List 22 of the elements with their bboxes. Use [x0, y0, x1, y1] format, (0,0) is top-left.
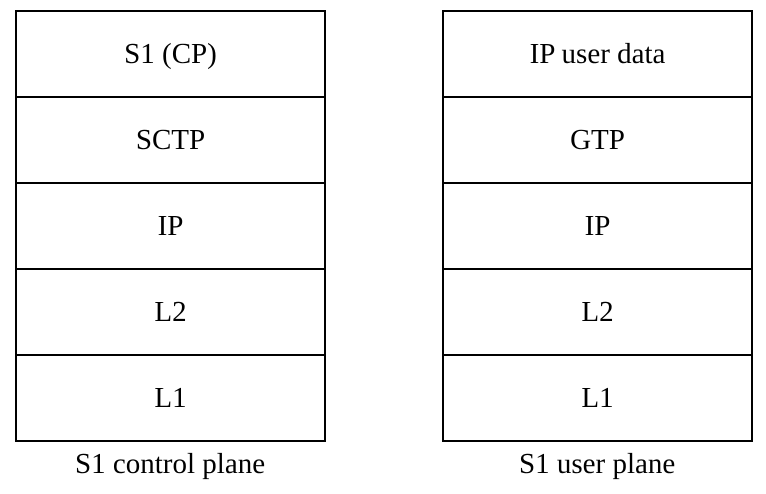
stack-caption: S1 user plane: [519, 448, 676, 481]
layer-name: IP: [158, 210, 184, 242]
layer-name: S1 (CP): [124, 38, 217, 70]
protocol-layer-box: [15, 268, 326, 356]
protocol-layer-box: [442, 182, 753, 270]
layer-name: L2: [154, 296, 187, 328]
layer-name: IP user data: [530, 38, 666, 70]
protocol-layer-box: [15, 182, 326, 270]
protocol-layer-box: [15, 354, 326, 442]
protocol-layer-box: [442, 268, 753, 356]
layer-name: GTP: [570, 124, 625, 156]
protocol-layer-box: [442, 10, 753, 98]
protocol-layer-box: [442, 354, 753, 442]
layer-name: L2: [581, 296, 614, 328]
layer-name: L1: [581, 382, 614, 414]
stack-caption: S1 control plane: [75, 448, 266, 481]
layer-name: L1: [154, 382, 187, 414]
protocol-layer-box: [442, 96, 753, 184]
protocol-layer-box: [15, 10, 326, 98]
layer-name: IP: [584, 210, 610, 242]
protocol-layer-box: [15, 96, 326, 184]
layer-name: SCTP: [136, 124, 206, 156]
